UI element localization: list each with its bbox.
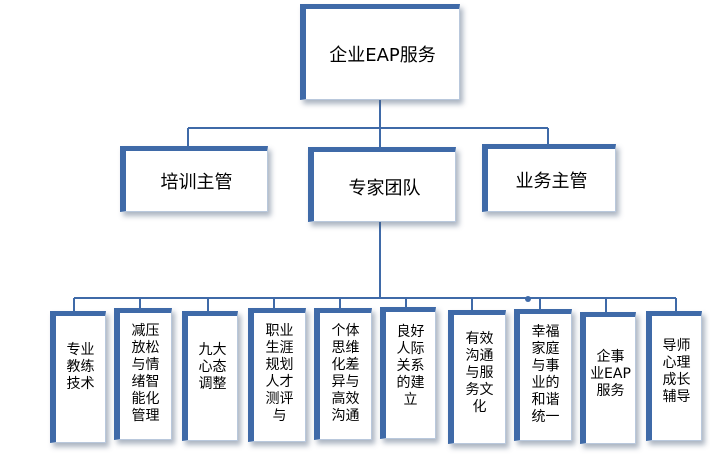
service-node-label: 导师 心理 成长 辅导 [662, 338, 691, 405]
root-node-label: 企业EAP服务 [329, 45, 436, 66]
manager-node-expert-team: 专家团队 [308, 147, 456, 222]
service-node-label: 专业 教练 技术 [66, 342, 95, 392]
service-node: 幸福 家庭 与事 业的 和谐 统一 [514, 309, 572, 441]
service-node-label: 九大 心态 调整 [198, 342, 227, 392]
service-node: 导师 心理 成长 辅导 [646, 311, 702, 441]
service-node: 九大 心态 调整 [182, 311, 238, 441]
root-node-box: 企业EAP服务 [300, 4, 460, 100]
service-node: 专业 教练 技术 [50, 311, 106, 443]
service-node-label: 幸福 家庭 与事 业的 和谐 统一 [531, 324, 560, 425]
service-node: 职业 生涯 规划 人才 测评 与 [248, 308, 306, 442]
service-node-label: 个体 思维 化差 异与 高效 沟通 [331, 323, 360, 424]
service-node: 减压 放松 与情 绪智 能化 管理 [114, 308, 172, 440]
service-node: 良好 人际 关系 的建 立 [380, 307, 436, 439]
manager-node-label: 业务主管 [515, 171, 588, 192]
junction-dot [525, 296, 531, 302]
service-node-label: 职业 生涯 规划 人才 测评 与 [265, 323, 294, 424]
service-node-label: 有效 沟通 与服 务文 化 [465, 331, 494, 415]
service-node-label: 减压 放松 与情 绪智 能化 管理 [131, 323, 160, 424]
service-node: 企事 业EAP 服务 [580, 312, 636, 444]
manager-node-label: 专家团队 [348, 177, 421, 199]
manager-node-label: 培训主管 [160, 172, 233, 193]
manager-node-training: 培训主管 [120, 146, 268, 212]
service-node: 个体 思维 化差 异与 高效 沟通 [314, 308, 372, 440]
service-node: 有效 沟通 与服 务文 化 [448, 310, 506, 444]
service-node-label: 良好 人际 关系 的建 立 [396, 324, 425, 408]
service-node-label: 企事 业EAP 服务 [590, 349, 631, 399]
manager-node-business: 业务主管 [482, 144, 616, 212]
